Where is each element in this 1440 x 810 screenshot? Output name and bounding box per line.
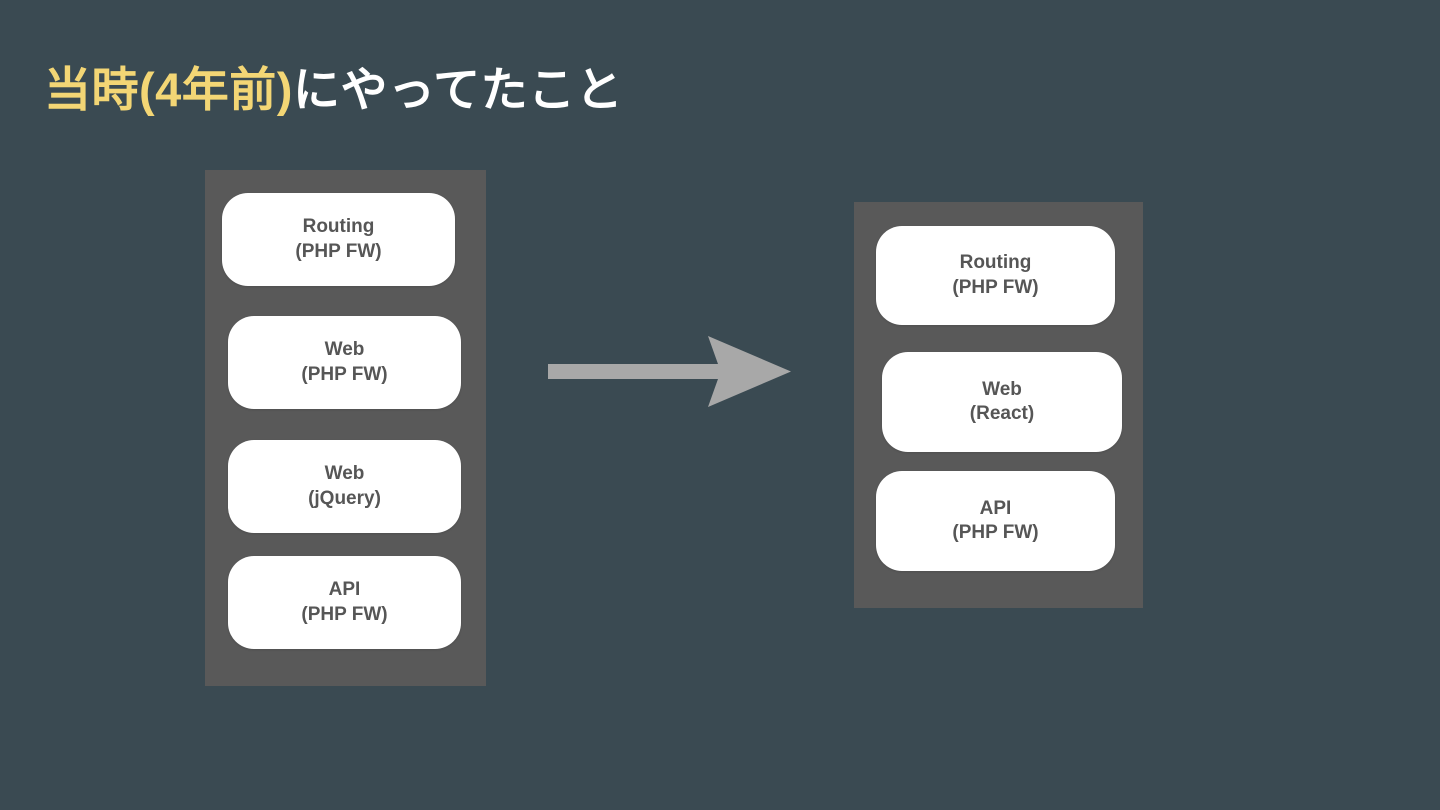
card-line-2: (jQuery) <box>308 487 381 509</box>
card-line-1: API <box>979 497 1012 519</box>
page-title-plain: にやってたこと <box>292 63 624 117</box>
card-line-1: Routing <box>959 252 1032 274</box>
card-line-2: (PHP FW) <box>952 276 1039 298</box>
card-line-2: (PHP FW) <box>301 363 388 385</box>
card-line-1: Web <box>324 339 365 361</box>
card-line-1: Web <box>982 378 1022 400</box>
before-card-api: API (PHP FW) <box>228 556 461 649</box>
card-line-2: (PHP FW) <box>295 240 382 262</box>
page-title: 当時(4年前)にやってたこと <box>44 63 623 117</box>
after-card-web-react: Web (React) <box>882 352 1122 452</box>
before-card-routing: Routing (PHP FW) <box>222 193 455 286</box>
before-card-web-jquery: Web (jQuery) <box>228 440 461 533</box>
card-line-2: (PHP FW) <box>301 603 388 625</box>
arrow-right-icon <box>548 336 791 407</box>
card-line-2: (React) <box>969 403 1035 424</box>
card-line-1: Web <box>324 463 365 485</box>
card-line-2: (PHP FW) <box>952 522 1039 543</box>
page-title-accent: 当時(4年前) <box>44 63 293 117</box>
before-card-web-php: Web (PHP FW) <box>228 316 461 409</box>
card-line-1: API <box>328 579 361 601</box>
card-line-1: Routing <box>302 216 375 238</box>
after-card-api: API (PHP FW) <box>876 471 1115 571</box>
after-card-routing: Routing (PHP FW) <box>876 226 1115 325</box>
